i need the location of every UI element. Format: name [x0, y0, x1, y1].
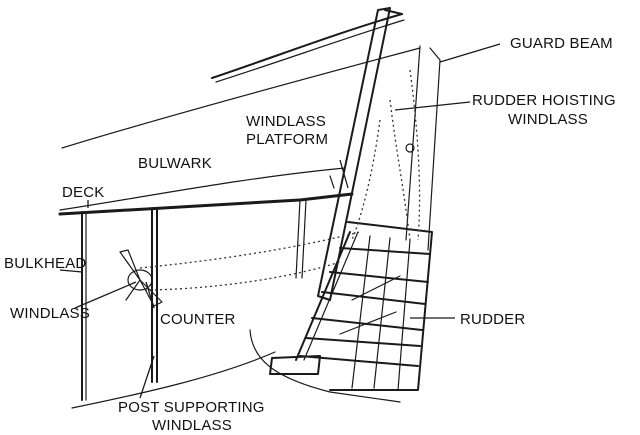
rudder-frame: [269, 221, 433, 391]
hull-outline: [58, 13, 421, 409]
label-windlass-platform-line1: WINDLASS: [246, 113, 326, 130]
rudder-ropes: [139, 69, 421, 291]
label-rudder-hoisting-line1: RUDDER HOISTING: [472, 92, 616, 109]
bulkhead-post: [81, 211, 87, 401]
windlass-support-post: [151, 207, 158, 383]
label-deck: DECK: [62, 184, 104, 201]
label-rudder: RUDDER: [460, 311, 525, 328]
label-rudder-hoisting-line2: WINDLASS: [508, 111, 588, 128]
leader-lines: [59, 43, 501, 399]
label-guard-beam: GUARD BEAM: [510, 35, 613, 52]
label-counter: COUNTER: [160, 311, 236, 328]
guard-beam-upright: [405, 45, 441, 251]
label-bulkhead: BULKHEAD: [4, 255, 86, 272]
label-bulwark: BULWARK: [138, 155, 212, 172]
windlass-wheel: [119, 249, 163, 307]
rudder-stock: [317, 7, 403, 301]
label-post-supporting-line2: WINDLASS: [152, 417, 232, 434]
label-post-supporting-line1: POST SUPPORTING: [118, 399, 265, 416]
label-windlass: WINDLASS: [10, 305, 90, 322]
labels: GUARD BEAM RUDDER HOISTING WINDLASS WIND…: [4, 35, 616, 434]
label-windlass-platform-line2: PLATFORM: [246, 131, 328, 148]
windlass-platform-posts: [295, 175, 335, 279]
